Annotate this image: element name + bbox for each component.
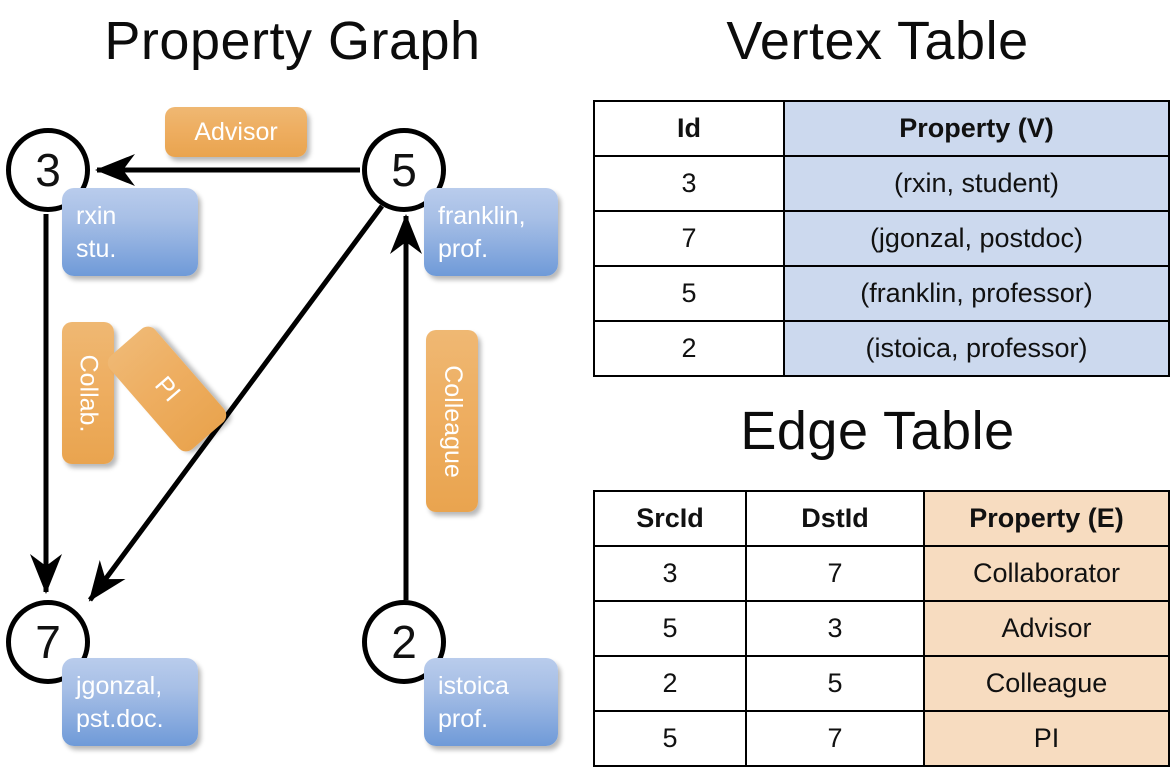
vertex-table: Id Property (V) 3 (rxin, student) 7 (jgo… bbox=[593, 100, 1170, 377]
graph-node-7-label: 7 bbox=[35, 616, 61, 668]
vertex-property-cell: (rxin, student) bbox=[783, 155, 1170, 212]
column-header-property-e: Property (E) bbox=[923, 490, 1170, 547]
vertex-property-box-3: rxin stu. bbox=[62, 188, 198, 276]
edge-property-cell: PI bbox=[923, 710, 1170, 767]
graph-node-2[interactable]: 2 bbox=[362, 600, 446, 684]
edge-property-cell: Collaborator bbox=[923, 545, 1170, 602]
column-header-property-v: Property (V) bbox=[783, 100, 1170, 157]
graph-edge-lines bbox=[30, 154, 422, 602]
edge-property-cell: Advisor bbox=[923, 600, 1170, 657]
edge-srcid-cell: 5 bbox=[593, 710, 747, 767]
table-row: 2 5 Colleague bbox=[593, 655, 1170, 712]
vertex-id-cell: 2 bbox=[593, 320, 785, 377]
edge-srcid-cell: 2 bbox=[593, 655, 747, 712]
edge-label-box-advisor: Advisor bbox=[165, 107, 307, 157]
edge-dstid-cell: 3 bbox=[745, 600, 925, 657]
vertex-id-cell: 5 bbox=[593, 265, 785, 322]
graph-node-3-label: 3 bbox=[35, 144, 61, 196]
vertex-property-box-2: istoica prof. bbox=[424, 658, 558, 746]
column-header-dstid: DstId bbox=[745, 490, 925, 547]
edge-label-box-collaborator: Collab. bbox=[62, 322, 114, 464]
table-row: 3 (rxin, student) bbox=[593, 155, 1170, 212]
table-header-row: Id Property (V) bbox=[593, 100, 1170, 157]
graph-node-5[interactable]: 5 bbox=[362, 128, 446, 212]
edge-table: SrcId DstId Property (E) 3 7 Collaborato… bbox=[593, 490, 1170, 767]
table-row: 5 3 Advisor bbox=[593, 600, 1170, 657]
edge-dstid-cell: 7 bbox=[745, 710, 925, 767]
edge-dstid-cell: 5 bbox=[745, 655, 925, 712]
page-title-edge-table: Edge Table bbox=[740, 401, 1015, 461]
vertex-id-cell: 7 bbox=[593, 210, 785, 267]
vertex-id-cell: 3 bbox=[593, 155, 785, 212]
graph-node-2-label: 2 bbox=[391, 616, 417, 668]
edge-label-box-colleague: Colleague bbox=[426, 330, 478, 512]
page-title-vertex-table: Vertex Table bbox=[726, 11, 1029, 71]
vertex-property-box-7: jgonzal, pst.doc. bbox=[62, 658, 198, 746]
table-row: 3 7 Collaborator bbox=[593, 545, 1170, 602]
table-row: 5 (franklin, professor) bbox=[593, 265, 1170, 322]
vertex-property-cell: (franklin, professor) bbox=[783, 265, 1170, 322]
column-header-srcid: SrcId bbox=[593, 490, 747, 547]
table-row: 7 (jgonzal, postdoc) bbox=[593, 210, 1170, 267]
edge-line-pi bbox=[87, 204, 385, 602]
property-graph-panel: Property Graph 3 5 7 2 rxin stu. frankli… bbox=[0, 0, 585, 760]
edge-property-cell: Colleague bbox=[923, 655, 1170, 712]
edge-label-advisor-text: Advisor bbox=[194, 117, 278, 146]
page-title-property-graph: Property Graph bbox=[104, 11, 481, 71]
vertex-property-cell: (istoica, professor) bbox=[783, 320, 1170, 377]
graph-node-5-label: 5 bbox=[391, 144, 417, 196]
edge-label-pi-text: PI bbox=[149, 370, 186, 407]
column-header-id: Id bbox=[593, 100, 785, 157]
edge-label-collaborator-text: Collab. bbox=[74, 354, 103, 432]
table-row: 5 7 PI bbox=[593, 710, 1170, 767]
table-row: 2 (istoica, professor) bbox=[593, 320, 1170, 377]
edge-dstid-cell: 7 bbox=[745, 545, 925, 602]
vertex-property-cell: (jgonzal, postdoc) bbox=[783, 210, 1170, 267]
edge-srcid-cell: 3 bbox=[593, 545, 747, 602]
vertex-property-box-5: franklin, prof. bbox=[424, 188, 558, 276]
table-header-row: SrcId DstId Property (E) bbox=[593, 490, 1170, 547]
edge-srcid-cell: 5 bbox=[593, 600, 747, 657]
edge-label-colleague-text: Colleague bbox=[438, 364, 467, 478]
